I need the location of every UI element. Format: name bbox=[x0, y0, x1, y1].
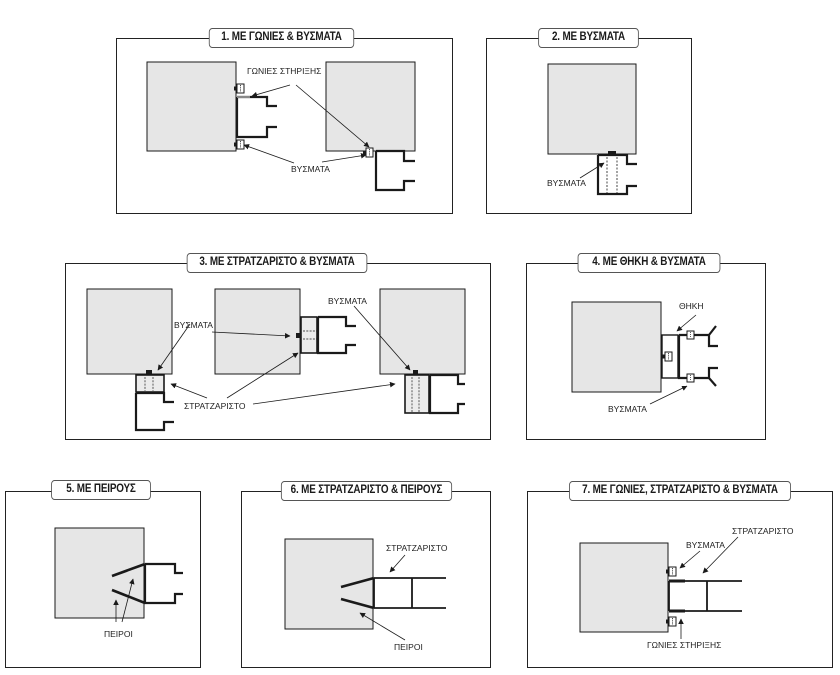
panel-2-title: 2. ΜΕ ΒΥΣΜΑΤΑ bbox=[538, 28, 639, 48]
block bbox=[284, 538, 374, 630]
panel-2-drawing: ΒΥΣΜΑΤΑ bbox=[547, 63, 637, 196]
block bbox=[214, 288, 301, 375]
panel-4-drawing: ΘΗΚΗ ΒΥΣΜΑΤΑ bbox=[571, 301, 718, 414]
panel-1-title: 1. ΜΕ ΓΩΝΙΕΣ & ΒΥΣΜΑΤΑ bbox=[208, 28, 355, 48]
panel-7-title: 7. ΜΕ ΓΩΝΙΕΣ, ΣΤΡΑΤΖΑΡΙΣΤΟ & ΒΥΣΜΑΤΑ bbox=[569, 481, 791, 501]
panel-6-drawing: ΣΤΡΑΤΖΑΡΙΣΤΟ ΠΕΙΡΟΙ bbox=[284, 538, 448, 652]
panel-7-drawing: ΒΥΣΜΑΤΑ ΣΤΡΑΤΖΑΡΙΣΤΟ ΓΩΝΙΕΣ ΣΤΗΡΙΞΗΣ bbox=[579, 526, 794, 650]
profile bbox=[316, 315, 356, 355]
label-plugs: ΒΥΣΜΑΤΑ bbox=[291, 164, 330, 174]
panel-3-drawing: ΒΥΣΜΑΤΑ ΒΥΣΜΑΤΑ ΣΤΡΑΤΖΑΡΙΣΤΟ bbox=[86, 288, 466, 432]
block bbox=[86, 288, 173, 375]
panel-5-drawing: ΠΕΙΡΟΙ bbox=[54, 527, 183, 639]
label-strat: ΣΤΡΑΤΖΑΡΙΣΤΟ bbox=[386, 543, 448, 553]
label-plugs: ΒΥΣΜΑΤΑ bbox=[547, 178, 586, 188]
block bbox=[579, 542, 669, 633]
label-pins: ΠΕΙΡΟΙ bbox=[394, 642, 423, 652]
panel-3-title: 3. ΜΕ ΣΤΡΑΤΖΑΡΙΣΤΟ & ΒΥΣΜΑΤΑ bbox=[186, 253, 368, 273]
panel-4-title: 4. ΜΕ ΘΗΚΗ & ΒΥΣΜΑΤΑ bbox=[577, 253, 721, 273]
strat-spacer bbox=[300, 316, 318, 354]
panel-6-title: 6. ΜΕ ΣΤΡΑΤΖΑΡΙΣΤΟ & ΠΕΙΡΟΥΣ bbox=[280, 481, 453, 501]
block bbox=[379, 288, 466, 375]
block bbox=[547, 63, 637, 155]
block bbox=[54, 527, 145, 619]
profile bbox=[374, 149, 415, 192]
pin bbox=[111, 562, 146, 578]
profile bbox=[134, 391, 174, 432]
profile bbox=[143, 562, 183, 605]
label-pins: ΠΕΙΡΟΙ bbox=[104, 629, 133, 639]
profile bbox=[235, 95, 277, 139]
profile bbox=[596, 153, 637, 196]
label-plugs: ΒΥΣΜΑΤΑ bbox=[174, 320, 213, 330]
strat-spacer bbox=[135, 374, 165, 393]
block bbox=[571, 301, 662, 393]
panel-1-drawing: ΓΩΝΙΕΣ ΣΤΗΡΙΞΗΣ ΒΥΣΜΑΤΑ bbox=[146, 61, 416, 192]
block bbox=[325, 61, 416, 152]
strat-profile bbox=[373, 577, 446, 609]
strat-spacer bbox=[404, 374, 430, 414]
label-plugs: ΒΥΣΜΑΤΑ bbox=[686, 540, 725, 550]
label-plugs: ΒΥΣΜΑΤΑ bbox=[608, 404, 647, 414]
label-corner-brackets: ΓΩΝΙΕΣ ΣΤΗΡΙΞΗΣ bbox=[647, 640, 721, 650]
label-case: ΘΗΚΗ bbox=[679, 301, 704, 311]
label-corner-brackets: ΓΩΝΙΕΣ ΣΤΗΡΙΞΗΣ bbox=[247, 66, 321, 76]
strat-profile bbox=[668, 580, 742, 612]
label-plugs: ΒΥΣΜΑΤΑ bbox=[328, 296, 367, 306]
profile bbox=[677, 325, 718, 387]
label-strat: ΣΤΡΑΤΖΑΡΙΣΤΟ bbox=[184, 401, 246, 411]
panel-5-title: 5. ΜΕ ΠΕΙΡΟΥΣ bbox=[51, 480, 151, 500]
pin bbox=[340, 576, 375, 589]
block bbox=[146, 61, 237, 152]
label-strat: ΣΤΡΑΤΖΑΡΙΣΤΟ bbox=[732, 526, 794, 536]
pin bbox=[340, 597, 375, 610]
profile bbox=[428, 373, 465, 415]
